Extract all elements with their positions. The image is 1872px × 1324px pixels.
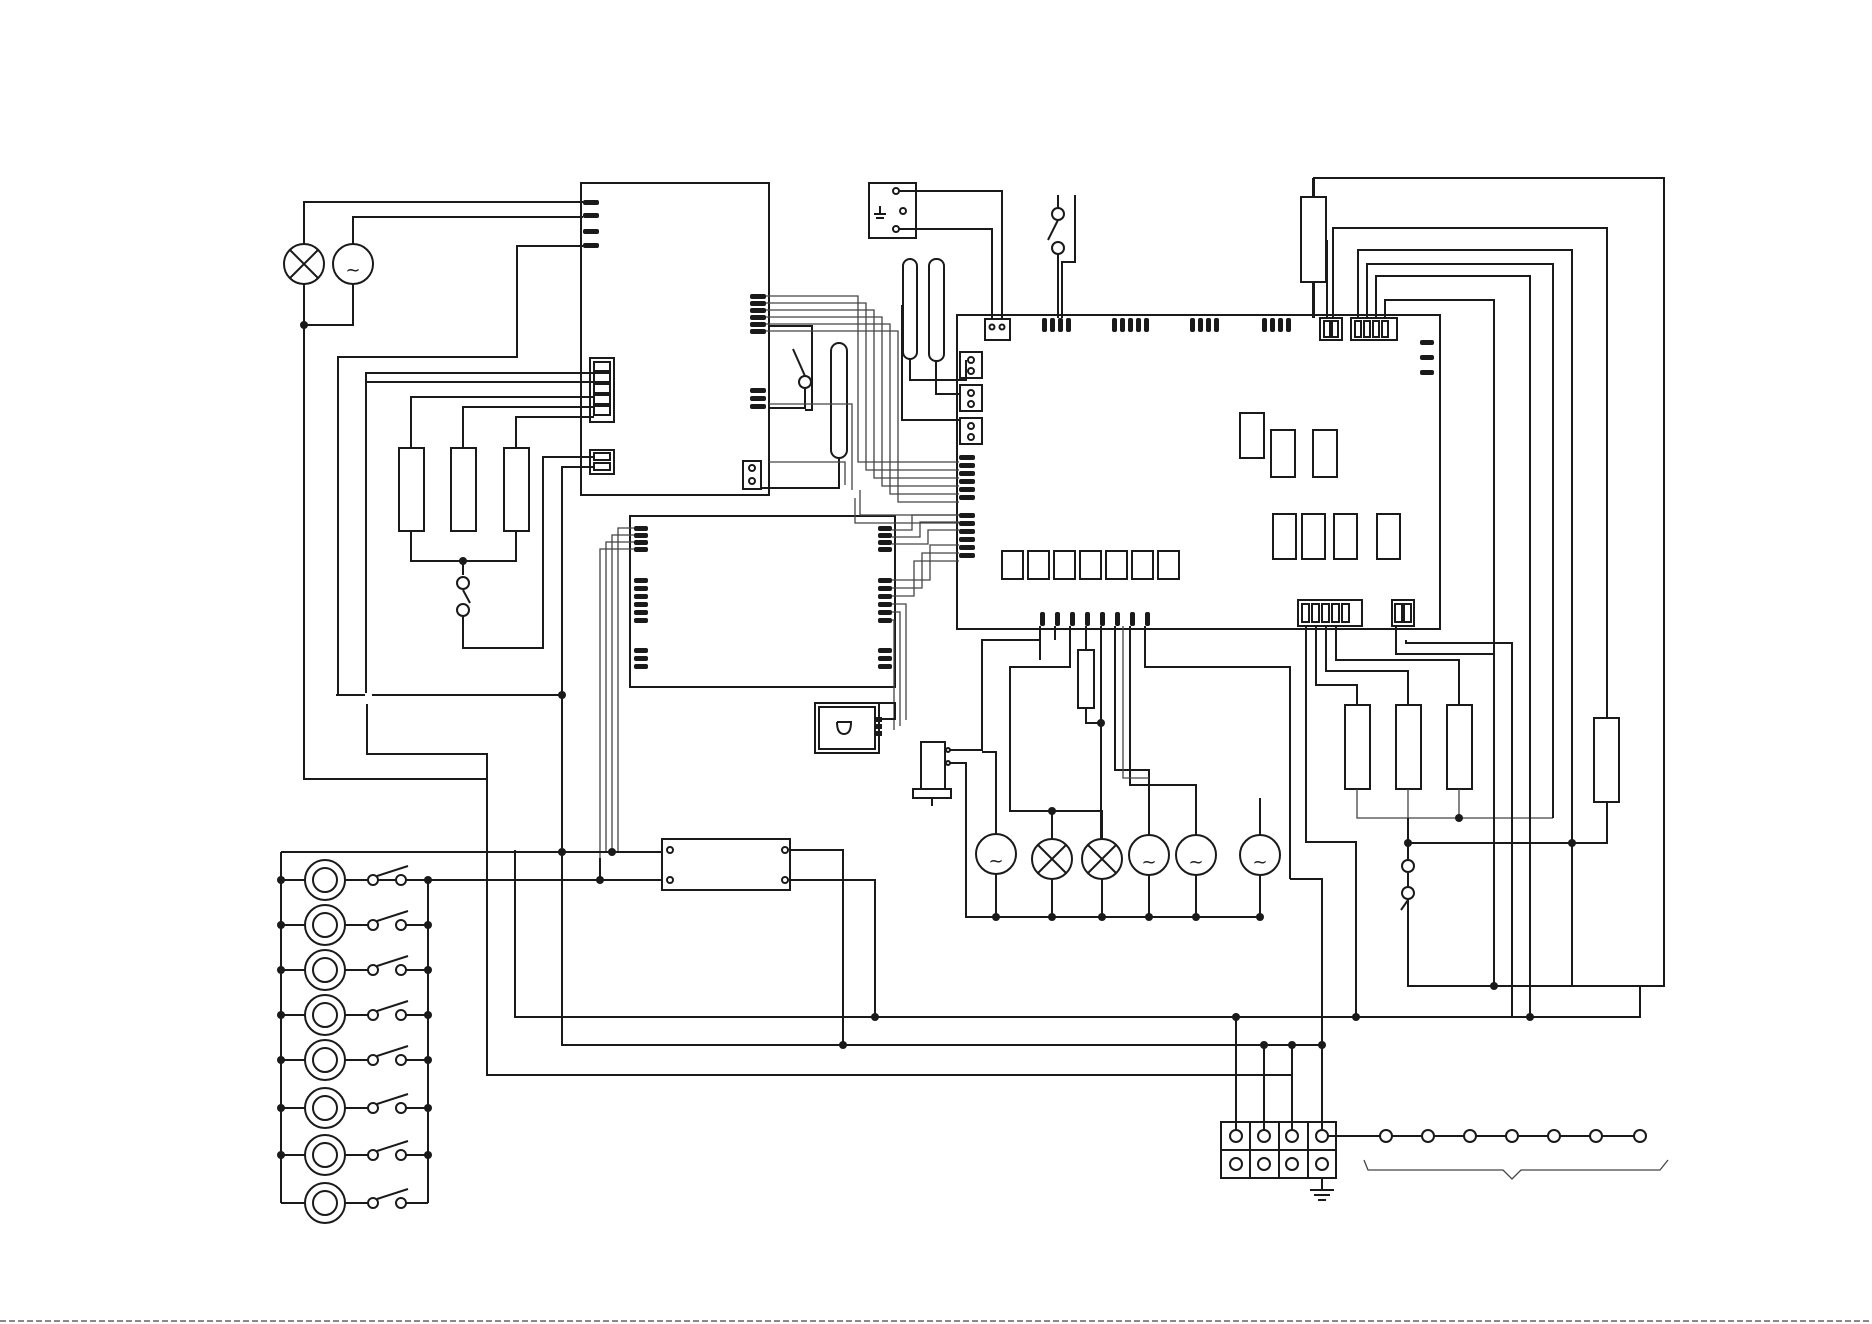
motor-glyph: ~: [345, 260, 360, 281]
control-board-top-left: [581, 183, 769, 495]
burner-row-3: [281, 950, 428, 990]
motor-right-2: ~: [1129, 835, 1169, 875]
burner-row-1: [281, 860, 428, 900]
lamp-right-2: [1082, 839, 1122, 879]
terminal-chain: [1328, 1130, 1668, 1179]
buzzer: [815, 703, 882, 753]
burner-row-6: [281, 1088, 428, 1128]
motor-glyph: ~: [1188, 852, 1203, 873]
motor-right-1: ~: [976, 834, 1016, 874]
control-board-middle: [630, 516, 895, 687]
terminal-block-2: [590, 450, 614, 474]
burner-row-2: [281, 905, 428, 945]
motor-right-4: ~: [1240, 835, 1280, 875]
terminal-block-main: [1221, 1100, 1336, 1178]
heater-elements-right: [1345, 705, 1619, 802]
motor-glyph: ~: [988, 851, 1003, 872]
main-board-display-segments: [1002, 551, 1179, 579]
main-board-left-connectors: [960, 352, 982, 444]
motor-glyph: ~: [1141, 852, 1156, 873]
burner-row-5: [281, 1040, 428, 1080]
terminal-block-5: [590, 358, 614, 422]
connector-small-right: [743, 461, 761, 489]
main-control-board: [957, 315, 1440, 629]
sensor-lower: [913, 742, 951, 806]
heater-elements-left: [399, 448, 529, 531]
motor-right-3: ~: [1176, 835, 1216, 875]
motor-top-left: ~: [333, 244, 373, 284]
burner-row-8: [281, 1183, 428, 1223]
burner-row-7: [281, 1135, 428, 1175]
ground-icon: [1310, 1178, 1334, 1200]
burner-switch-ladder: [277, 852, 666, 1223]
burner-row-4: [281, 995, 428, 1035]
lamp-top-left: [284, 244, 324, 284]
relay-module: [662, 839, 790, 890]
lamp-right-1: [1032, 839, 1072, 879]
motor-glyph: ~: [1252, 852, 1267, 873]
